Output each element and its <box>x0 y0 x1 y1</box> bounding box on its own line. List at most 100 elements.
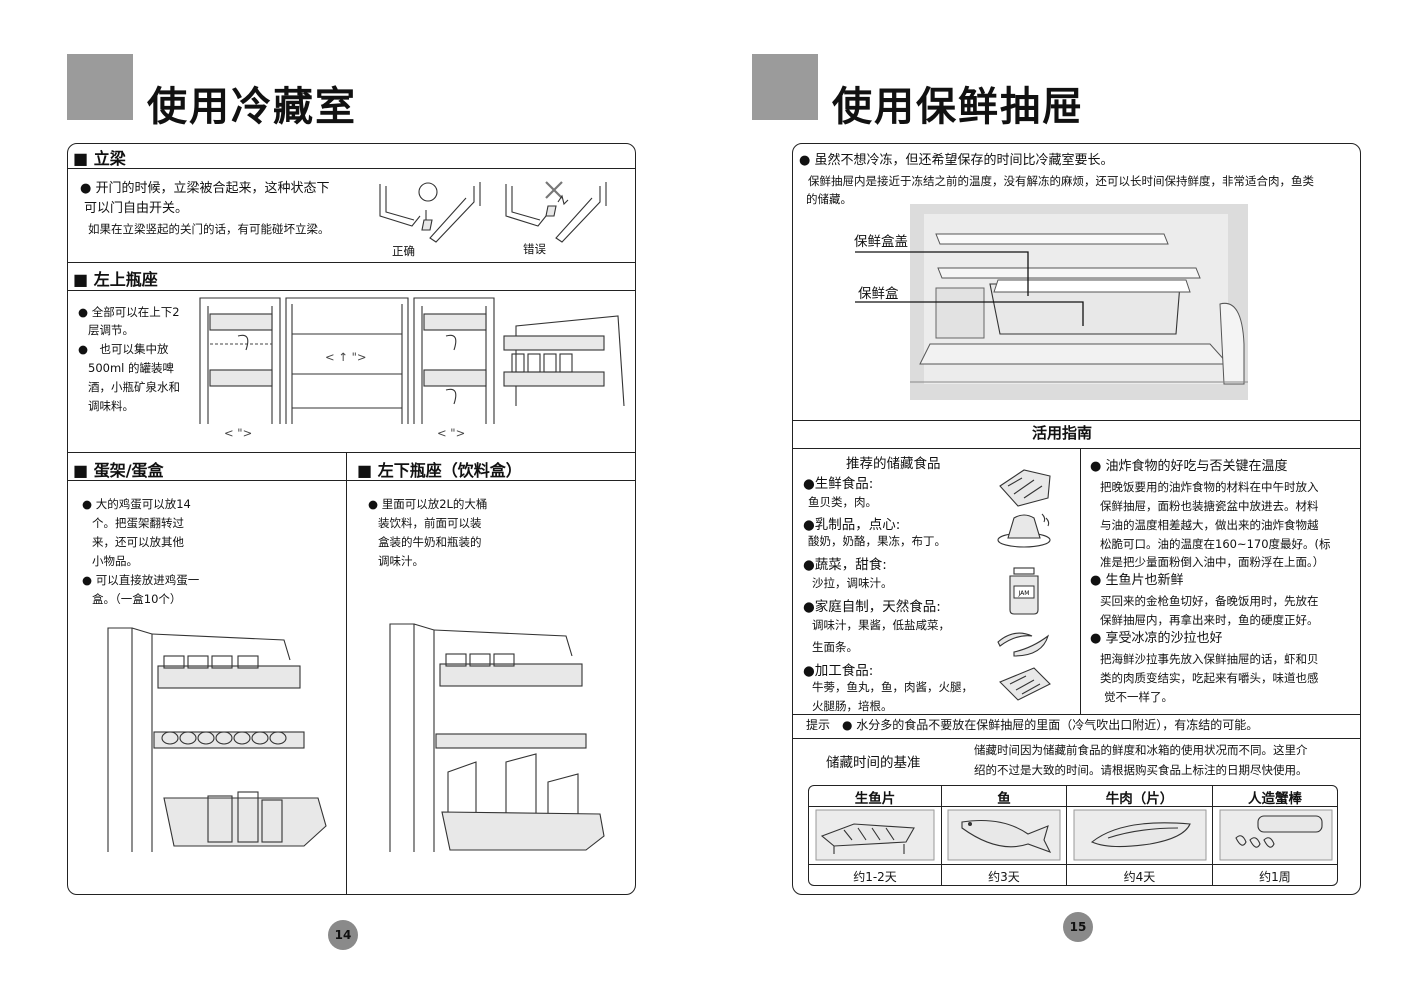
pillar-note: 如果在立梁竖起的关门的话，有可能碰坏立梁。 <box>88 222 330 236</box>
storage-table <box>808 785 1338 886</box>
rec-body-5a: 牛蒡，鱼丸，鱼，肉酱，火腿， <box>812 680 973 694</box>
tip-1-line-3: 与油的温度相差越大，做出来的油炸食物越 <box>1100 518 1319 532</box>
storage-title: 储藏时间的基准 <box>826 755 921 771</box>
pillar-heading: ■ 立梁 <box>73 149 126 168</box>
upper-pocket-line-2: 层调节。 <box>88 323 134 337</box>
food-icons: JAM <box>997 469 1051 701</box>
rec-head-3: ●蔬菜，甜食: <box>803 557 887 573</box>
divider <box>68 262 635 263</box>
egg-tray-heading: ■ 蛋架/蛋盒 <box>73 461 164 480</box>
storage-desc-1: 储藏时间因为储藏前食品的鲜度和冰箱的使用状况而不同。这里介 <box>974 743 1308 757</box>
wrong-label: 错误 <box>523 242 546 256</box>
tip-3-line-2: 类的肉质变结实，吃起来有嚼头，味道也感 <box>1100 671 1319 685</box>
lower-pocket-line-3: 盒装的牛奶和瓶装的 <box>378 535 482 549</box>
fish-meat-icon <box>999 469 1051 507</box>
arrow-label-left: < "> <box>224 426 253 440</box>
upper-pocket-line-3: ● 也可以集中放 <box>78 342 169 356</box>
table-divider <box>809 806 1337 807</box>
callout-lines <box>855 251 1084 326</box>
upper-pocket-line-1: ● 全部可以在上下2 <box>78 305 180 319</box>
divider <box>793 738 1360 739</box>
lower-pocket-line-1: ● 里面可以放2L的大桶 <box>368 497 488 511</box>
tip-1-line-4: 松脆可口。油的温度在160~170度最好。(标 <box>1100 537 1331 551</box>
egg-line-1: ● 大的鸡蛋可以放14 <box>82 497 191 511</box>
upper-pocket-line-6: 调味料。 <box>88 399 134 413</box>
table-head-crab-stick: 人造蟹棒 <box>1248 791 1302 807</box>
arrow-label-right: < "> <box>437 426 466 440</box>
page-title-right: 使用保鲜抽屉 <box>832 84 1084 130</box>
tip-1-line-5: 准是把少量面粉倒入油中，面粉浮在上面。） <box>1100 555 1325 569</box>
pillar-wrong-illustration <box>505 181 607 243</box>
page-number-right: 15 <box>1063 912 1093 942</box>
rec-body-3: 沙拉，调味汁。 <box>812 576 893 590</box>
divider <box>68 290 635 291</box>
tip-1-line-2: 保鲜抽屉，面粉也装搪瓷盆中放进去。材料 <box>1100 499 1319 513</box>
column-divider <box>346 452 347 894</box>
fish-icon <box>947 809 1061 861</box>
table-head-sashimi: 生鱼片 <box>854 791 896 807</box>
divider <box>793 714 1360 715</box>
guide-title: 活用指南 <box>1032 424 1093 442</box>
door-pocket-illustration <box>199 297 625 424</box>
beef-icon <box>1073 809 1207 861</box>
pudding-icon <box>997 513 1051 548</box>
egg-line-6: 盒。（一盒10个） <box>92 592 182 606</box>
tip-head-2: ● 生鱼片也新鲜 <box>1090 573 1184 588</box>
upper-pocket-heading: ■ 左上瓶座 <box>73 270 158 289</box>
rec-head-5: ●加工食品: <box>803 663 874 679</box>
egg-line-2: 个。把蛋架翻转过 <box>92 516 184 530</box>
box-label: 保鲜盒 <box>858 286 899 302</box>
divider <box>68 480 635 481</box>
rec-title: 推荐的储藏食品 <box>846 456 941 472</box>
table-time-fish: 约3天 <box>988 870 1020 884</box>
sashimi-icon <box>815 809 935 861</box>
right-content-frame <box>792 143 1361 895</box>
correct-label: 正确 <box>392 244 415 258</box>
table-time-crab-stick: 约1周 <box>1259 870 1291 884</box>
rec-head-4: ●家庭自制，天然食品: <box>803 599 941 615</box>
rec-body-2: 酸奶，奶酪，果冻，布丁。 <box>808 534 946 548</box>
divider <box>68 168 635 169</box>
intro-line-2: 的储藏。 <box>806 192 852 206</box>
table-divider <box>809 864 1337 865</box>
lower-pocket-illustration <box>389 623 605 852</box>
title-block-right <box>752 54 818 120</box>
lower-pocket-line-2: 装饮料，前面可以装 <box>378 516 482 530</box>
intro-line-1: 保鲜抽屉内是接近于冻结之前的温度，没有解冻的麻烦，还可以长时间保持鲜度，非常适合… <box>808 174 1314 188</box>
table-time-sashimi: 约1-2天 <box>853 870 897 884</box>
divider <box>793 448 1360 449</box>
pillar-text-2: 可以门自由开关。 <box>84 201 189 216</box>
rec-body-4b: 生面条。 <box>812 640 858 654</box>
storage-desc-2: 绍的不过是大致的时间。请根据购买食品上标注的日期尽快使用。 <box>974 763 1308 777</box>
rec-head-1: ●生鲜食品: <box>803 476 874 492</box>
pillar-correct-illustration <box>379 182 481 243</box>
rec-body-4a: 调味汁，果酱，低盐咸菜， <box>812 618 950 632</box>
tip-head-1: ● 油炸食物的好吃与否关键在温度 <box>1090 459 1288 474</box>
hint-text: 提示 ● 水分多的食品不要放在保鲜抽屉的里面（冷气吹出口附近），有冻结的可能。 <box>806 718 1259 732</box>
table-divider <box>1066 786 1067 885</box>
table-divider <box>1212 786 1213 885</box>
lower-pocket-line-4: 调味汁。 <box>378 554 424 568</box>
table-head-beef: 牛肉（片） <box>1105 791 1174 807</box>
tip-1-line-1: 把晚饭要用的油炸食物的材料在中午时放入 <box>1100 480 1319 494</box>
sausage-icon <box>997 632 1050 657</box>
intro-bullet: ● 虽然不想冷冻，但还希望保存的时间比冷藏室要长。 <box>799 153 1114 168</box>
egg-line-5: ● 可以直接放进鸡蛋一 <box>82 573 200 587</box>
table-time-beef: 约4天 <box>1123 870 1156 884</box>
crab-stick-icon <box>1219 809 1333 861</box>
title-block-left <box>67 54 133 120</box>
page-title-left: 使用冷藏室 <box>147 84 357 130</box>
table-head-fish: 鱼 <box>997 791 1011 807</box>
egg-tray-illustration <box>107 627 327 852</box>
egg-line-4: 小物品。 <box>92 554 138 568</box>
table-divider <box>941 786 942 885</box>
column-divider <box>1080 448 1081 714</box>
egg-line-3: 来，还可以放其他 <box>92 535 184 549</box>
page-number-left: 14 <box>328 920 358 950</box>
tip-3-line-3: 觉不一样了。 <box>1104 690 1173 704</box>
jam-jar-icon: JAM <box>1009 567 1039 615</box>
upper-pocket-line-5: 酒，小瓶矿泉水和 <box>88 380 180 394</box>
rec-body-1: 鱼贝类，肉。 <box>808 495 877 509</box>
rec-body-5b: 火腿肠，培根。 <box>812 699 893 713</box>
lower-pocket-heading: ■ 左下瓶座（饮料盒） <box>357 461 522 480</box>
